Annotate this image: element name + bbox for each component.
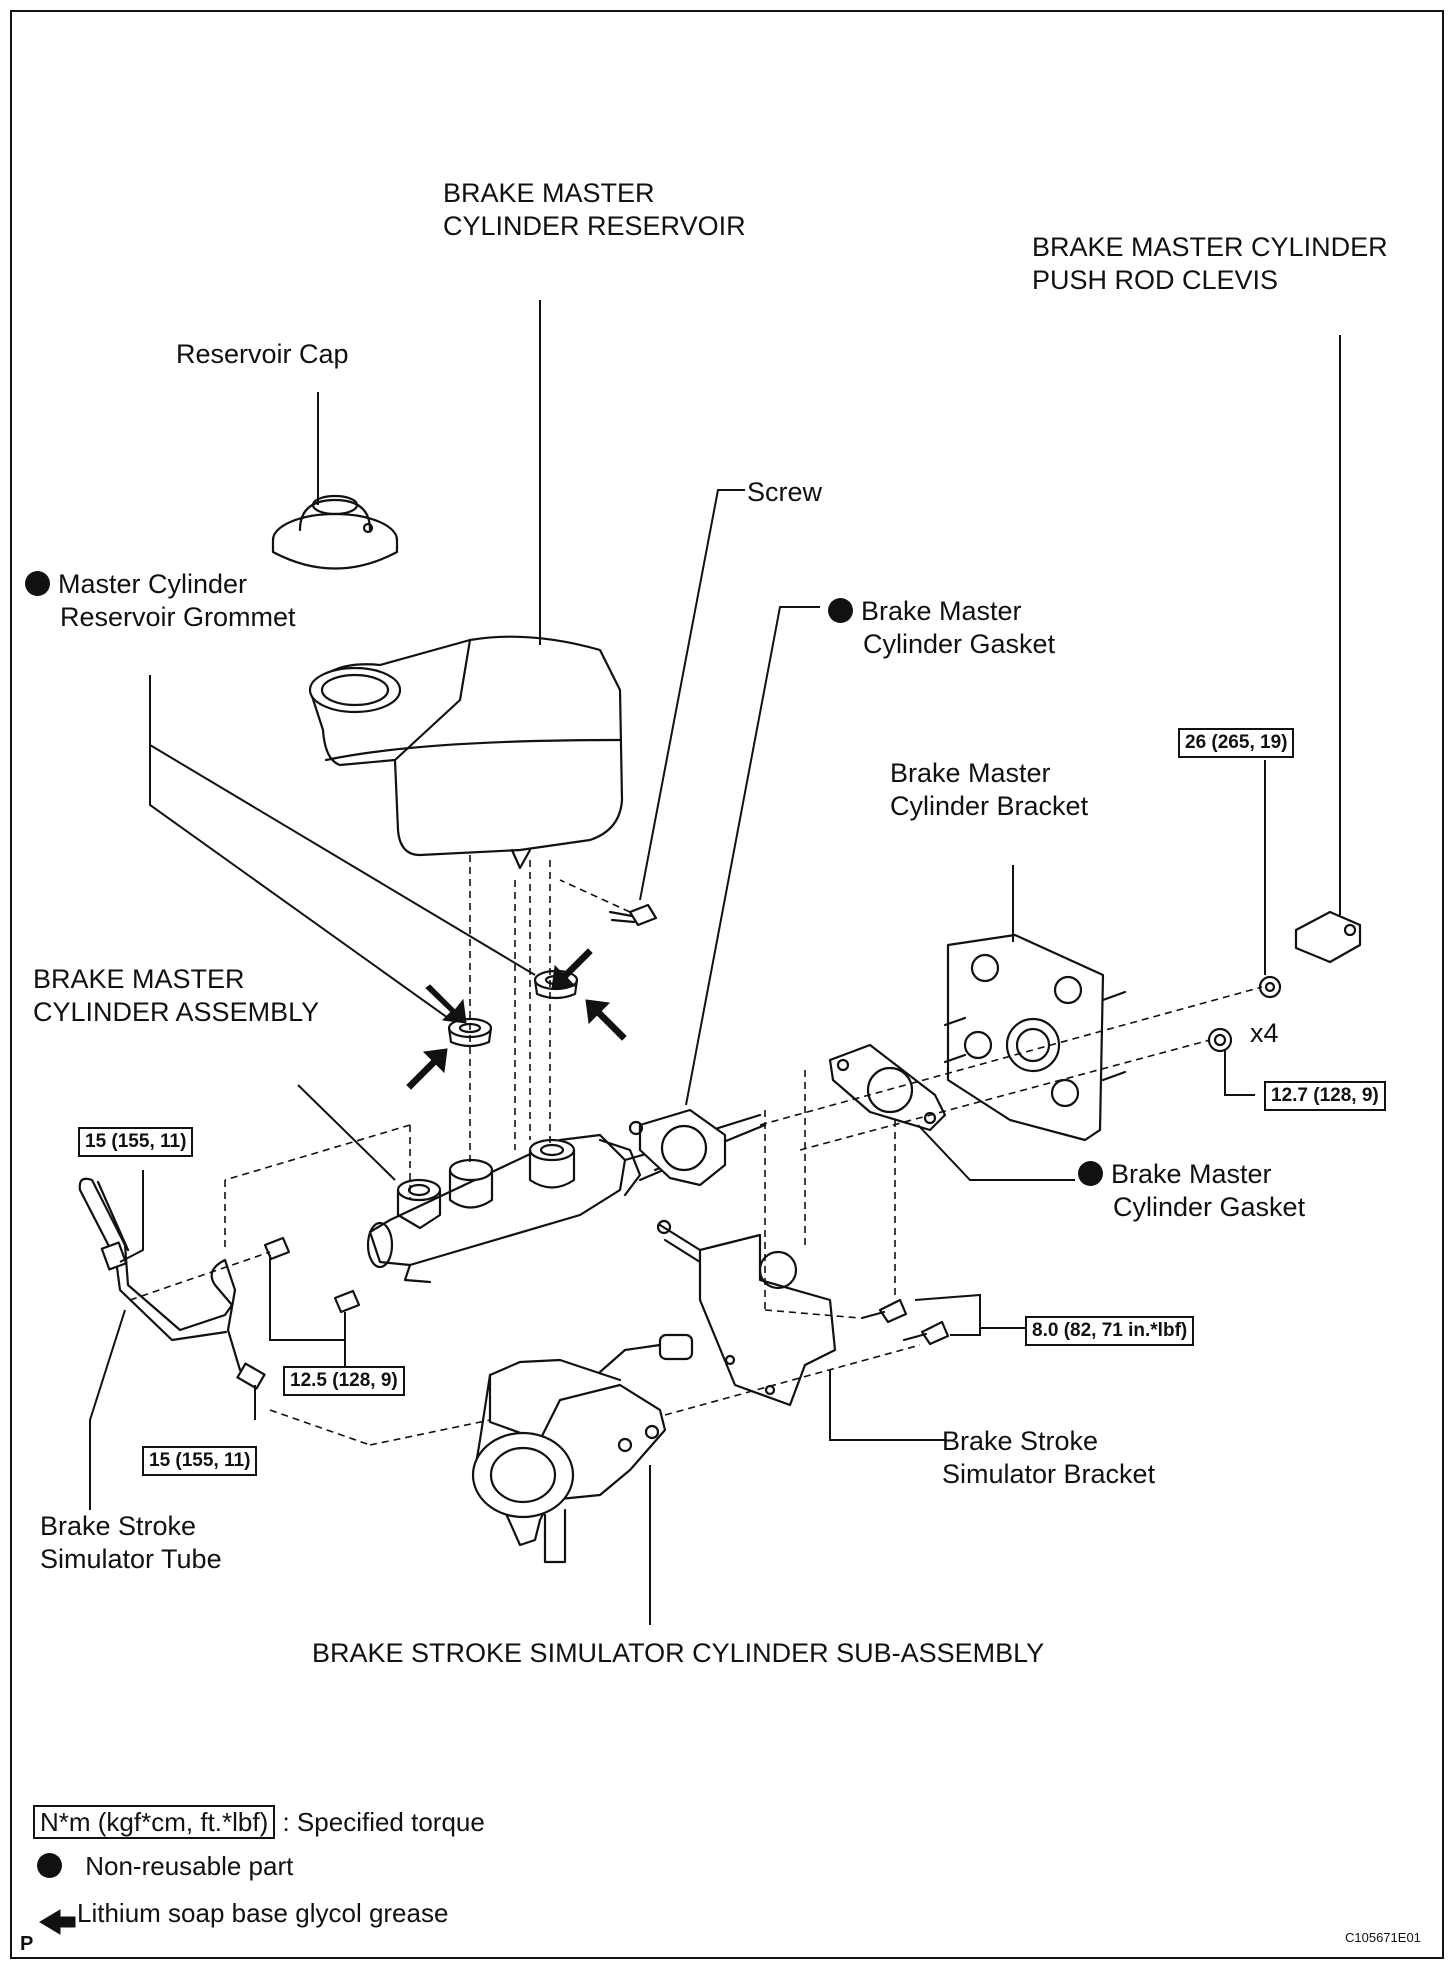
torque-box-nut: 26 (265, 19) (1178, 728, 1295, 758)
simulator-tube-label: Brake Stroke Simulator Tube (40, 1511, 222, 1574)
reservoir-cap-part (271, 494, 399, 570)
reservoir-tank-part (308, 635, 624, 870)
torque-box-bracket-nuts: 12.7 (128, 9) (1264, 1081, 1386, 1111)
master-cylinder-part (366, 1113, 767, 1284)
gasket-top-label: Brake Master Cylinder Gasket (828, 595, 1055, 661)
screw-label: Screw (747, 477, 823, 507)
torque-box-cylinder-nuts: 12.5 (128, 9) (283, 1366, 405, 1396)
cylinder-bracket-label: Brake Master Cylinder Bracket (890, 758, 1089, 821)
legend-torque: N*m (kgf*cm, ft.*lbf) : Specified torque (33, 1805, 485, 1839)
simulator-bracket-part (656, 1219, 837, 1407)
screw-part (608, 903, 658, 927)
quantity-x4-label: x4 (1250, 1018, 1279, 1048)
torque-box-tube-bottom: 15 (155, 11) (142, 1446, 258, 1476)
torque-box-bracket-bolts: 8.0 (82, 71 in.*lbf) (1025, 1316, 1195, 1346)
bolt-parts (263, 1236, 950, 1346)
gasket-right-label: Brake Master Cylinder Gasket (1078, 1158, 1305, 1224)
grommet-label: Master Cylinder Reservoir Grommet (25, 568, 296, 634)
reservoir-title-label: BRAKE MASTER CYLINDER RESERVOIR (443, 178, 746, 241)
non-reusable-dot-icon (37, 1853, 62, 1878)
cylinder-gasket-part (628, 1108, 727, 1187)
clevis-nut-parts (1207, 910, 1362, 1053)
footer-letter: P (20, 1933, 34, 1955)
bracket-gasket-part (828, 1043, 947, 1132)
legend-torque-box: N*m (kgf*cm, ft.*lbf) (33, 1805, 276, 1839)
cylinder-bracket-part (943, 933, 1127, 1142)
figure-code: C105671E01 (1345, 1930, 1421, 1945)
non-reusable-dot-icon (25, 571, 50, 596)
torque-box-tube-top: 15 (155, 11) (78, 1127, 194, 1157)
non-reusable-dot-icon (1078, 1161, 1103, 1186)
legend-grease: Lithium soap base glycol grease (77, 1898, 449, 1928)
non-reusable-dot-icon (828, 598, 853, 623)
reservoir-cap-label: Reservoir Cap (176, 339, 349, 369)
simulator-tube-part (78, 1177, 266, 1390)
legend-torque-text: : Specified torque (282, 1807, 485, 1837)
clevis-title-label: BRAKE MASTER CYLINDER PUSH ROD CLEVIS (1032, 232, 1388, 295)
assembly-label: BRAKE MASTER CYLINDER ASSEMBLY (33, 964, 320, 1027)
stroke-simulator-part (471, 1333, 694, 1564)
diagram-frame (10, 10, 1444, 1959)
simulator-bracket-label: Brake Stroke Simulator Bracket (942, 1426, 1156, 1489)
legend-nonreusable: Non-reusable part (37, 1850, 293, 1882)
simulator-cylinder-label: BRAKE STROKE SIMULATOR CYLINDER SUB-ASSE… (312, 1638, 1045, 1668)
